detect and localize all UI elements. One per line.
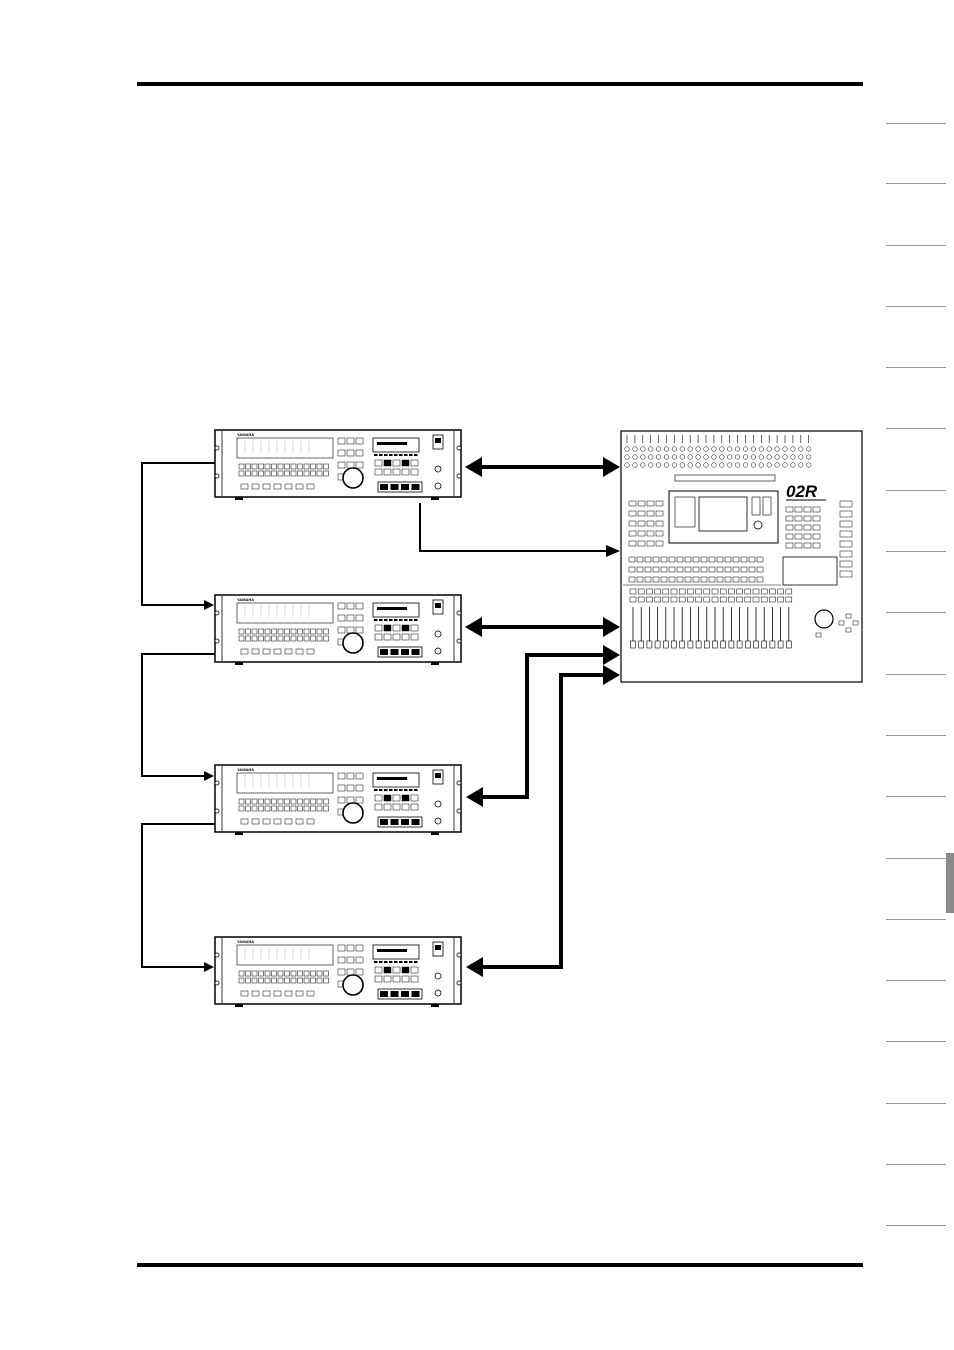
arrowhead-4: [204, 962, 214, 972]
recorder-unit: YAMAHA: [215, 765, 461, 835]
sync-cable-3-to-4: [142, 824, 215, 967]
recorder-unit: YAMAHA: [215, 595, 461, 665]
mixing-console: 02R: [621, 431, 862, 682]
brand-label: YAMAHA: [237, 597, 254, 602]
console-logo: 02R: [786, 482, 818, 501]
arrowhead-2: [204, 600, 214, 610]
audio-cables: [420, 457, 620, 977]
sync-cable-2-to-3: [142, 654, 215, 776]
brand-label: YAMAHA: [237, 432, 254, 437]
brand-label: YAMAHA: [237, 939, 254, 944]
sync-chain-cables: [142, 463, 215, 967]
recorder-unit: YAMAHA: [215, 430, 461, 500]
arrowhead-3: [204, 771, 214, 781]
sync-cable-1-to-2: [142, 463, 215, 605]
recorder-unit: YAMAHA: [215, 937, 461, 1007]
brand-label: YAMAHA: [237, 767, 254, 772]
